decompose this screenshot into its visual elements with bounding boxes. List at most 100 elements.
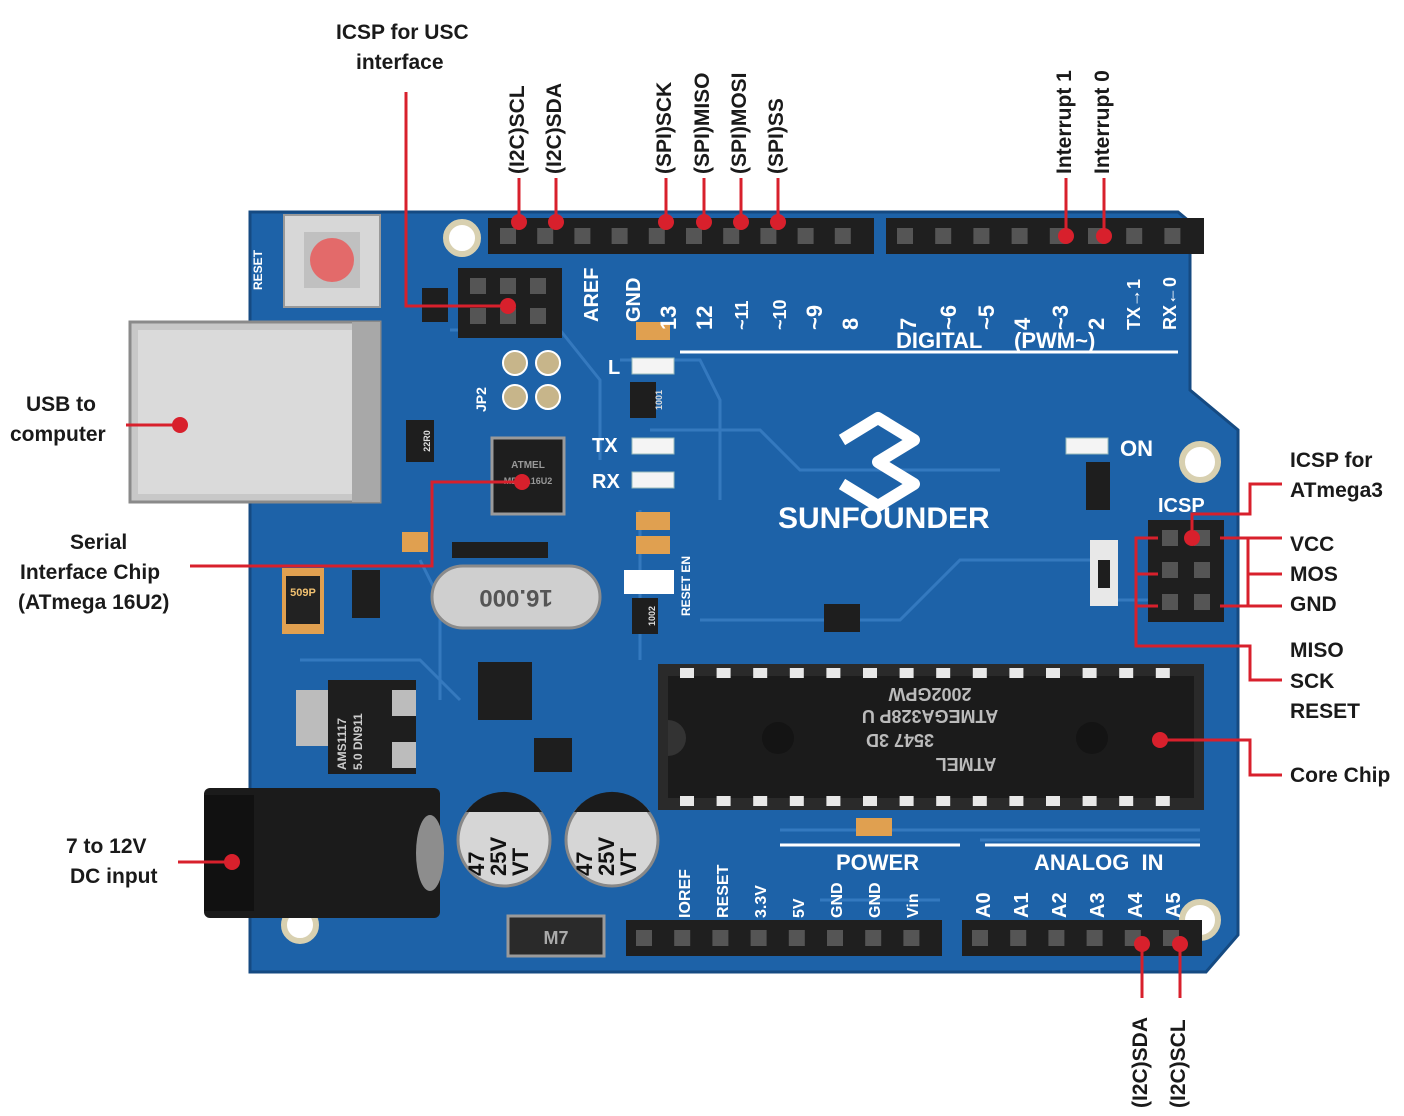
silk-digital-pin: ~10 bbox=[770, 299, 790, 330]
header-pin bbox=[648, 228, 665, 244]
resistor-marking-3: 22R0 bbox=[422, 430, 432, 452]
header-pin bbox=[1011, 228, 1028, 244]
cap1-marking-2: 25V bbox=[486, 837, 511, 876]
label-i2c-sda-bottom: (I2C)SDA bbox=[1129, 1016, 1152, 1108]
silk-power-pin: Vin bbox=[905, 893, 922, 918]
silk-digital-pin: ~9 bbox=[802, 305, 827, 330]
label-spi-miso: (SPI)MISO bbox=[691, 72, 714, 174]
reset-button bbox=[310, 238, 354, 282]
header-pin bbox=[537, 228, 554, 244]
silk-analog-pin: A0 bbox=[973, 892, 995, 918]
label-icsp-usc-1: ICSP for USC bbox=[336, 21, 469, 44]
header-pin bbox=[686, 228, 702, 244]
header-pin bbox=[674, 930, 691, 946]
silk-power-pin: 3.3V bbox=[753, 885, 770, 918]
small-transistor bbox=[534, 738, 572, 772]
core-chip-marking-2: 2002GPW bbox=[888, 684, 971, 704]
silk-digital-pin: 7 bbox=[896, 318, 921, 330]
chip-pin bbox=[863, 668, 877, 678]
silk-reset: RESET bbox=[251, 249, 265, 290]
header-pin bbox=[973, 228, 990, 244]
silk-digital-pin: ~3 bbox=[1048, 305, 1073, 330]
header-pin bbox=[760, 228, 777, 244]
silk-digital-pin: ~6 bbox=[936, 305, 961, 330]
silk-l: L bbox=[608, 357, 620, 379]
silk-digital-pin: ~5 bbox=[974, 305, 999, 330]
label-gnd: GND bbox=[1290, 593, 1337, 616]
header-power bbox=[626, 920, 942, 956]
chip-pin bbox=[899, 796, 914, 806]
label-i2c-scl-bottom: (I2C)SCL bbox=[1167, 1019, 1190, 1108]
header-pin bbox=[750, 930, 767, 946]
silk-digital-pin: ~11 bbox=[732, 300, 752, 330]
sunfounder-logo-icon bbox=[838, 412, 920, 512]
label-reset: RESET bbox=[1290, 700, 1361, 723]
core-chip-marking-3: 3547 3D bbox=[866, 730, 934, 750]
label-usb-2: computer bbox=[10, 423, 106, 446]
silk-reset-en: RESET EN bbox=[679, 556, 693, 616]
diode bbox=[506, 914, 606, 958]
silk-aref: AREF bbox=[581, 268, 603, 322]
chip-pin bbox=[936, 796, 951, 806]
label-serial-2: Interface Chip bbox=[20, 561, 161, 584]
silk-digital-pin: TX→1 bbox=[1124, 279, 1144, 330]
callout-leaders bbox=[126, 92, 1282, 998]
fuse-marking: 509P bbox=[290, 587, 316, 599]
chip-pin bbox=[1119, 796, 1134, 806]
chip-pin bbox=[1009, 796, 1024, 806]
header-pin bbox=[903, 930, 920, 946]
core-chip-marking-1: ATMEGA328P U bbox=[862, 706, 998, 726]
board-brand: SUNFOUNDER bbox=[778, 502, 990, 535]
silk-power: POWER bbox=[836, 850, 919, 875]
silk-analog-pin: A3 bbox=[1087, 892, 1109, 918]
silk-analog-pin: A4 bbox=[1125, 892, 1147, 918]
resistor-marking-2: 1002 bbox=[647, 606, 657, 626]
label-interrupt-1: Interrupt 1 bbox=[1053, 70, 1076, 174]
regulator-marking-2: 5.0 DN911 bbox=[351, 713, 365, 770]
chip-pin bbox=[1155, 668, 1170, 678]
header-pin bbox=[935, 228, 952, 244]
label-interrupt-0: Interrupt 0 bbox=[1091, 70, 1114, 174]
component-markings: 16.000 509P AMS1117 5.0 DN911 M7 1001 10… bbox=[290, 390, 998, 948]
chip-pin bbox=[1046, 668, 1060, 678]
header-pin bbox=[500, 228, 516, 244]
cap2-marking-3: VT bbox=[616, 847, 641, 876]
silk-pwm: (PWM~) bbox=[1014, 328, 1095, 353]
header-pins-bottom bbox=[636, 930, 1179, 946]
chip-pin bbox=[972, 796, 987, 806]
label-miso: MISO bbox=[1290, 639, 1344, 662]
silk-digital-pin: 12 bbox=[692, 306, 717, 330]
header-pin bbox=[827, 930, 843, 946]
cap2-marking-1: 47 bbox=[572, 852, 597, 876]
chip-pin bbox=[753, 796, 768, 806]
crystal-marking: 16.000 bbox=[479, 584, 552, 611]
header-pin bbox=[1010, 930, 1027, 946]
label-icsp-usc-2: interface bbox=[356, 51, 444, 74]
chip-pin bbox=[899, 668, 914, 678]
small-chip bbox=[478, 662, 532, 720]
silk-gnd: GND bbox=[623, 278, 645, 322]
silk-digital: DIGITAL bbox=[896, 328, 982, 353]
silk-digital-pin: 13 bbox=[656, 306, 681, 330]
chip-pin bbox=[753, 668, 768, 678]
chip-pin bbox=[826, 796, 841, 806]
header-pin bbox=[1048, 930, 1065, 946]
silk-icsp: ICSP bbox=[1158, 495, 1205, 517]
crystal bbox=[430, 564, 602, 630]
leds bbox=[631, 357, 1109, 489]
header-pin bbox=[788, 930, 805, 946]
cap1-marking-1: 47 bbox=[464, 852, 489, 876]
silk-power-pin: RESET bbox=[715, 864, 732, 918]
silk-digital-pin: 2 bbox=[1084, 318, 1109, 330]
silk-analog-pin: A2 bbox=[1049, 892, 1071, 918]
label-sck: SCK bbox=[1290, 670, 1335, 693]
label-spi-sck: (SPI)SCK bbox=[653, 81, 676, 174]
chip-pin bbox=[972, 668, 987, 678]
chip-pin bbox=[716, 668, 731, 678]
chip-pin bbox=[936, 668, 951, 678]
label-usb-1: USB to bbox=[26, 393, 96, 416]
